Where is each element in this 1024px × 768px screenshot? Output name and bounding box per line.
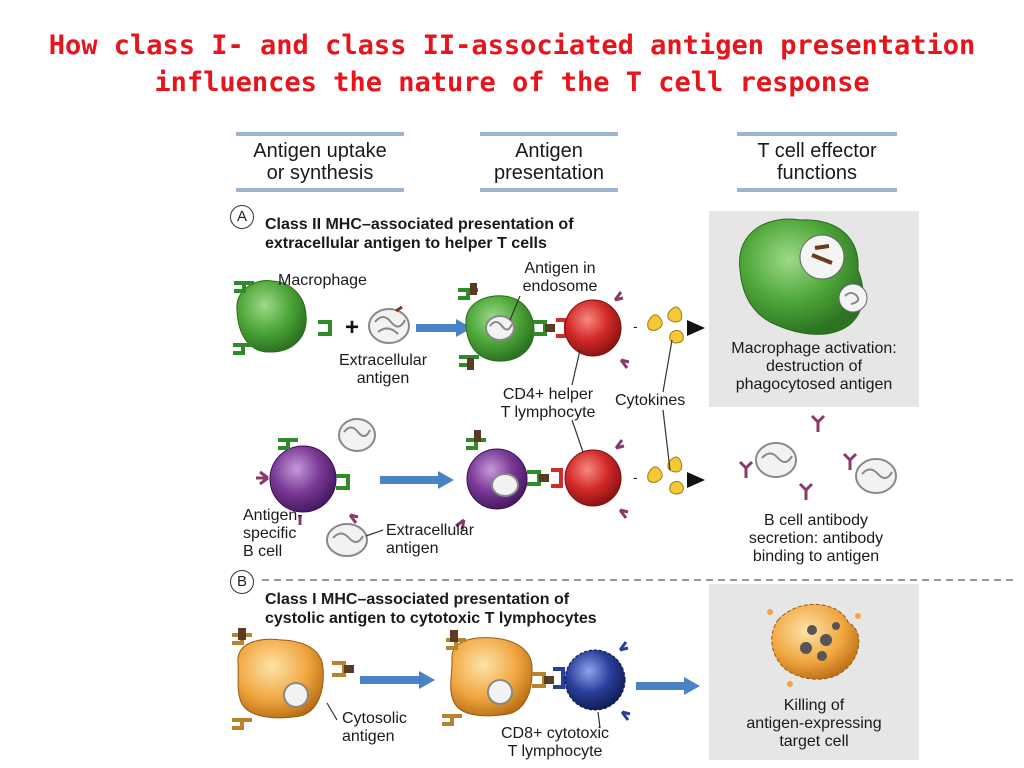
column-header-uptake: Antigen uptake or synthesis bbox=[236, 132, 404, 192]
column-header-effector: T cell effector functions bbox=[737, 132, 897, 192]
cd4-t-cell-row1 bbox=[556, 291, 630, 369]
cytosolic-antigen-label: Cytosolic antigen bbox=[342, 710, 407, 745]
antigen-in-endosome-label: Antigen in endosome bbox=[522, 260, 598, 295]
b-cell-presenting bbox=[455, 430, 549, 531]
panel-b-title: Class I MHC–associated presentation of c… bbox=[265, 591, 597, 627]
cytokines-label: Cytokines bbox=[615, 392, 686, 409]
cytokine-drops-row1 bbox=[647, 306, 684, 344]
antibody-antigen-cluster bbox=[738, 414, 897, 500]
antigen-b-top-icon bbox=[338, 418, 376, 452]
page-title-line-1: How class I- and class II-associated ant… bbox=[48, 30, 976, 61]
cd8-t-cell bbox=[553, 641, 631, 721]
dying-target-cell bbox=[767, 604, 861, 687]
cd4-helper-label: CD4+ helper T lymphocyte bbox=[500, 386, 596, 421]
antigen-b-bottom-icon bbox=[326, 523, 368, 557]
svg-text:-: - bbox=[633, 469, 638, 485]
panel-b-badge: B bbox=[230, 570, 254, 594]
macrophage-activation-label: Macrophage activation: destruction of ph… bbox=[731, 340, 897, 393]
cd8-cytotoxic-label: CD8+ cytotoxic T lymphocyte bbox=[500, 725, 610, 760]
b-cell bbox=[256, 438, 359, 525]
panel-a-badge: A bbox=[230, 205, 254, 229]
target-cell-orange bbox=[232, 628, 354, 730]
leader-lines bbox=[326, 295, 673, 729]
page-title-line-2: influences the nature of the T cell resp… bbox=[154, 67, 870, 98]
column-header-presentation: Antigen presentation bbox=[480, 132, 618, 192]
activated-macrophage-cell bbox=[739, 218, 868, 335]
macrophage-label: Macrophage bbox=[278, 272, 367, 289]
cd4-t-cell-row2 bbox=[551, 439, 629, 519]
extracellular-antigen-label: Extracellular antigen bbox=[338, 352, 428, 387]
macrophage-presenting-cell bbox=[458, 283, 555, 370]
extracellular-antigen-icon bbox=[368, 305, 410, 344]
target-cell-presenting bbox=[442, 630, 554, 726]
b-extracellular-antigen-label: Extracellular antigen bbox=[386, 522, 475, 557]
panel-a-title: Class II MHC–associated presentation of … bbox=[265, 216, 574, 252]
svg-text:-: - bbox=[633, 318, 638, 334]
plus-sign: + bbox=[345, 314, 359, 341]
killing-label: Killing of antigen-expressing target cel… bbox=[746, 697, 882, 750]
macrophage-cell bbox=[233, 280, 332, 355]
antibody-secretion-label: B cell antibody secretion: antibody bind… bbox=[748, 512, 884, 565]
b-cell-label: Antigen- specific B cell bbox=[243, 507, 303, 560]
cytokine-drops-row2 bbox=[647, 456, 684, 495]
